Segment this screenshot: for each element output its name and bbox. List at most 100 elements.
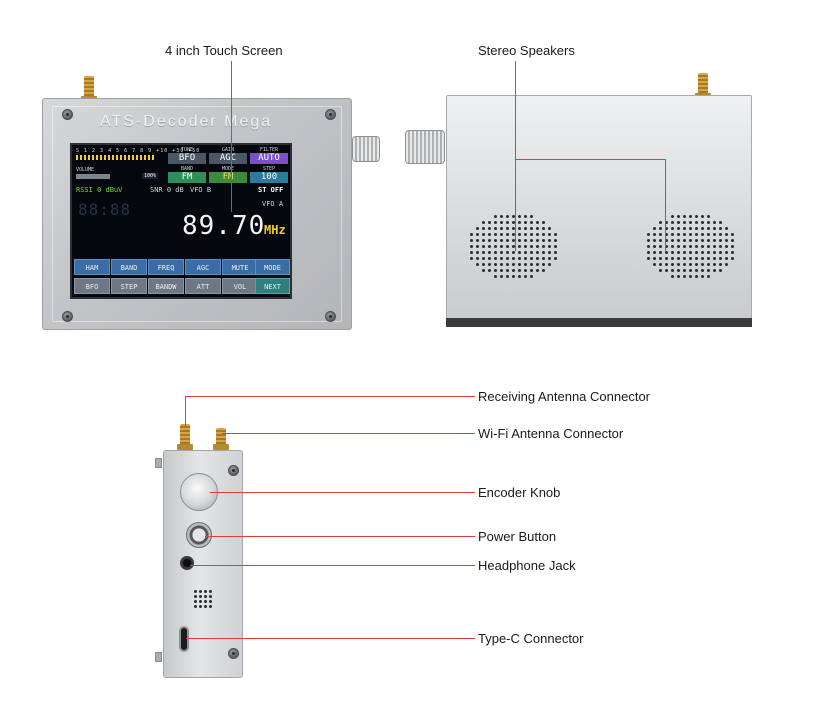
power-button[interactable] (186, 522, 212, 548)
grill-hole (517, 244, 521, 248)
mode-value: FM (209, 172, 247, 183)
front-antenna-connector (84, 76, 94, 100)
grill-hole (517, 256, 521, 260)
grill-hole (541, 268, 545, 272)
power-button-callout: Power Button (478, 529, 557, 544)
grill-hole (493, 220, 497, 224)
grill-hole (511, 256, 515, 260)
grill-hole (194, 595, 197, 598)
grill-hole (517, 232, 521, 236)
screw-icon (62, 109, 73, 120)
grill-hole (505, 238, 509, 242)
side-tab-bottom (155, 652, 162, 662)
tune-box[interactable]: TUNE BFO (168, 147, 206, 165)
grill-hole (724, 226, 728, 230)
grill-hole (493, 226, 497, 230)
grill-hole (718, 250, 722, 254)
grill-hole (553, 244, 557, 248)
grill-hole (505, 262, 509, 266)
gain-box[interactable]: GAIN AGC (209, 147, 247, 165)
grill-hole (652, 244, 656, 248)
grill-hole (475, 262, 479, 266)
grill-hole (481, 268, 485, 272)
step-box[interactable]: STEP 100 (250, 166, 288, 184)
screw-icon (228, 648, 239, 659)
grill-hole (706, 250, 710, 254)
vol-button[interactable]: VOL (222, 278, 258, 294)
grill-hole (688, 268, 692, 272)
grill-hole (646, 256, 650, 260)
grill-hole (700, 238, 704, 242)
frequency-unit: MHz (264, 223, 286, 237)
grill-hole (712, 268, 716, 272)
gain-value: AGC (209, 153, 247, 164)
band-value: FM (168, 172, 206, 183)
grill-hole (652, 250, 656, 254)
band-button[interactable]: BAND (111, 259, 147, 275)
grill-hole (670, 238, 674, 242)
grill-hole (481, 244, 485, 248)
grill-hole (475, 232, 479, 236)
grill-hole (694, 220, 698, 224)
grill-hole (499, 274, 503, 278)
grill-hole (730, 250, 734, 254)
grill-hole (553, 232, 557, 236)
grill-hole (204, 600, 207, 603)
grill-hole (487, 244, 491, 248)
mode-button[interactable]: MODE (255, 259, 290, 275)
grill-hole (718, 268, 722, 272)
grill-hole (700, 220, 704, 224)
grill-hole (700, 232, 704, 236)
grill-hole (505, 220, 509, 224)
grill-hole (652, 226, 656, 230)
grill-hole (676, 274, 680, 278)
grill-hole (204, 605, 207, 608)
grill-hole (700, 274, 704, 278)
grill-hole (535, 238, 539, 242)
grill-hole (646, 250, 650, 254)
right-speaker-grill (645, 212, 735, 280)
grill-hole (676, 268, 680, 272)
grill-hole (688, 232, 692, 236)
grill-hole (529, 232, 533, 236)
bandw-button[interactable]: BANDW (148, 278, 184, 294)
next-button[interactable]: NEXT (255, 278, 290, 294)
headphone-jack[interactable] (180, 556, 194, 570)
grill-hole (682, 226, 686, 230)
grill-hole (688, 214, 692, 218)
grill-hole (199, 590, 202, 593)
grill-hole (469, 244, 473, 248)
grill-hole (718, 226, 722, 230)
mode-box[interactable]: MODE FM (209, 166, 247, 184)
grill-hole (670, 250, 674, 254)
grill-hole (529, 214, 533, 218)
mute-button[interactable]: MUTE (222, 259, 258, 275)
grill-hole (682, 214, 686, 218)
grill-hole (724, 238, 728, 242)
band-box[interactable]: BAND FM (168, 166, 206, 184)
agc-button[interactable]: AGC (185, 259, 221, 275)
grill-hole (553, 256, 557, 260)
encoder-knob[interactable] (180, 473, 218, 511)
grill-hole (493, 244, 497, 248)
grill-hole (487, 226, 491, 230)
att-button[interactable]: ATT (185, 278, 221, 294)
grill-hole (688, 238, 692, 242)
grill-hole (682, 274, 686, 278)
band-caption: BAND (180, 166, 194, 172)
grill-hole (475, 244, 479, 248)
step-button[interactable]: STEP (111, 278, 147, 294)
grill-hole (718, 262, 722, 266)
side-tab-top (155, 458, 162, 468)
grill-hole (658, 262, 662, 266)
ham-button[interactable]: HAM (74, 259, 110, 275)
grill-hole (676, 250, 680, 254)
type-c-port[interactable] (179, 626, 189, 652)
rear-panel-edge (446, 318, 752, 327)
touch-screen[interactable]: S 1 2 3 4 5 6 7 8 9 +10 +30 +50 VOLUME 1… (70, 143, 292, 299)
screw-icon (325, 311, 336, 322)
bfo-button[interactable]: BFO (74, 278, 110, 294)
volume-bar[interactable] (76, 174, 110, 179)
filter-box[interactable]: FILTER AUTO (250, 147, 288, 165)
freq-button[interactable]: FREQ (148, 259, 184, 275)
